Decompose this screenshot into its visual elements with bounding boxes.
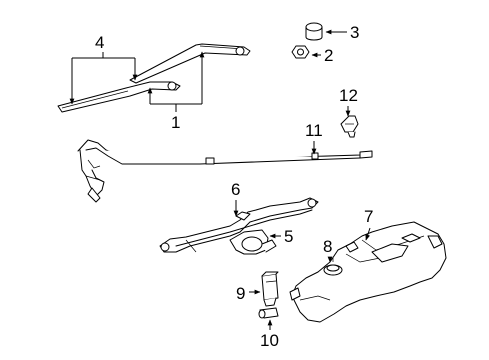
washer-pump bbox=[261, 271, 279, 307]
svg-text:4: 4 bbox=[95, 33, 104, 52]
wiper-motor bbox=[229, 229, 277, 255]
svg-text:12: 12 bbox=[339, 86, 358, 105]
callout-8: 8 bbox=[323, 237, 332, 263]
callout-7: 7 bbox=[364, 207, 373, 241]
reservoir-cap bbox=[323, 258, 343, 276]
wiper-arm-lower bbox=[57, 81, 181, 113]
washer-reservoir bbox=[289, 221, 447, 323]
svg-text:5: 5 bbox=[284, 227, 293, 246]
callout-5: 5 bbox=[269, 227, 293, 246]
callout-1: 1 bbox=[147, 51, 205, 132]
nut bbox=[291, 45, 310, 59]
svg-text:3: 3 bbox=[350, 23, 359, 42]
wiper-arm-upper bbox=[129, 43, 251, 84]
callout-10: 10 bbox=[260, 319, 279, 350]
callout-6: 6 bbox=[231, 180, 240, 217]
svg-text:11: 11 bbox=[305, 121, 323, 140]
svg-text:9: 9 bbox=[236, 284, 245, 303]
svg-text:10: 10 bbox=[260, 331, 279, 350]
washer-nozzle bbox=[340, 115, 359, 138]
svg-text:8: 8 bbox=[323, 237, 332, 256]
cap bbox=[305, 22, 323, 41]
svg-text:1: 1 bbox=[171, 113, 180, 132]
callout-9: 9 bbox=[236, 284, 261, 303]
svg-text:6: 6 bbox=[231, 180, 240, 199]
callout-4: 4 bbox=[69, 33, 138, 105]
callout-11: 11 bbox=[305, 121, 323, 155]
wiper-linkage bbox=[159, 197, 319, 253]
callout-12: 12 bbox=[339, 86, 358, 117]
pump-grommet bbox=[258, 307, 279, 319]
svg-text:7: 7 bbox=[364, 207, 373, 226]
svg-text:2: 2 bbox=[324, 46, 333, 65]
callout-3: 3 bbox=[325, 23, 359, 42]
callout-2: 2 bbox=[311, 46, 333, 65]
washer-hose bbox=[77, 139, 373, 203]
